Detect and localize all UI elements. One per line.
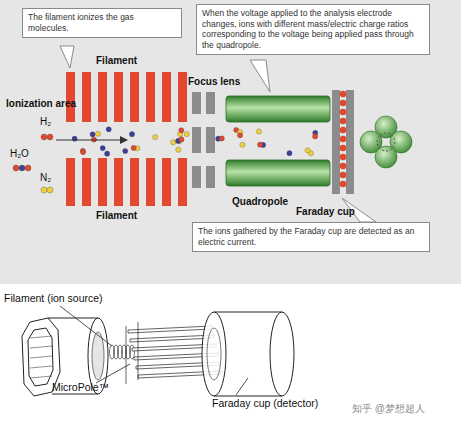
faraday-plate [346, 90, 354, 194]
ion-dot [240, 142, 245, 147]
filament-bar [178, 158, 187, 206]
watermark: 知乎 @梦想超人 [352, 402, 425, 416]
filament-bar [66, 72, 75, 122]
molecule-symbol [25, 165, 31, 171]
molecule-symbol [19, 165, 25, 171]
callout-box: The ions gathered by the Faraday cup are… [192, 222, 430, 252]
callout-box: When the voltage applied to the analysis… [196, 4, 430, 55]
callout-pointer [250, 60, 270, 92]
ion-dot [257, 142, 262, 147]
filament-bar [66, 158, 75, 206]
ion-dot [106, 127, 111, 132]
part-label: Faraday cup [296, 206, 355, 217]
ion-dot [340, 181, 347, 188]
ion-dot [95, 131, 100, 136]
molecule-symbol [41, 134, 47, 140]
ion-dot [305, 148, 310, 153]
molecule-symbol [13, 165, 19, 171]
ion-dot [100, 145, 105, 150]
quadrupole-rod [226, 96, 330, 122]
part-label: N₂ [40, 172, 51, 183]
callout-box: The filament ionizes the gas molecules. [22, 8, 182, 38]
part-label: H₂ [40, 116, 51, 127]
filament-bar [82, 158, 91, 206]
ion-dot [237, 133, 242, 138]
filament-bar [130, 158, 139, 206]
focus-lens-plate [192, 92, 201, 114]
ion-dot [179, 128, 184, 133]
molecule-symbol [41, 187, 47, 193]
focus-lens-plate [206, 127, 215, 153]
gas-flow-arrow [56, 140, 120, 141]
callout-text: The filament ionizes the gas molecules. [28, 12, 176, 33]
ion-dot [340, 109, 347, 116]
part-label: MicroPole™ [52, 381, 109, 393]
ion-dot [340, 145, 347, 152]
part-label: Faraday cup (detector) [212, 397, 318, 409]
ion-dot [129, 132, 134, 137]
ion-dot [81, 149, 86, 154]
ion-dot [340, 118, 347, 125]
ion-path-circle [377, 133, 395, 151]
part-label: Filament [96, 55, 137, 66]
filament-bar [146, 158, 155, 206]
ion-dot [340, 163, 347, 170]
part-label: Focus lens [188, 76, 240, 87]
ion-dot [256, 129, 261, 134]
ion-dot [287, 151, 292, 156]
part-label: Quadropole [232, 196, 288, 207]
focus-lens-plate [206, 92, 215, 114]
molecule-symbol [47, 187, 53, 193]
filament-bar [98, 72, 107, 122]
molecule-symbol [47, 134, 53, 140]
filament-bar [146, 72, 155, 122]
filament-bar [114, 72, 123, 122]
ion-dot [105, 151, 110, 156]
focus-lens-plate [192, 166, 201, 188]
sensor-drawing [22, 306, 294, 396]
part-label: Filament [96, 210, 137, 221]
part-label: H₂O [10, 148, 29, 159]
ion-dot [170, 140, 175, 145]
filament-bar [82, 72, 91, 122]
ion-dot [340, 154, 347, 161]
faraday-plate [332, 90, 340, 194]
ion-dot [153, 135, 158, 140]
callout-text: The ions gathered by the Faraday cup are… [198, 226, 424, 247]
ion-dot [313, 134, 318, 139]
ion-dot [184, 132, 189, 137]
filament-bar [162, 158, 171, 206]
filament-bar [130, 72, 139, 122]
focus-lens-plate [192, 127, 201, 153]
ion-dot [340, 127, 347, 134]
filament-bar [114, 158, 123, 206]
ion-dot [219, 136, 224, 141]
rod-cross-section [375, 146, 397, 168]
filament-bar [98, 158, 107, 206]
ion-dot [340, 172, 347, 179]
quadrupole-rod [226, 160, 330, 186]
ion-dot [340, 91, 347, 98]
ion-dot [340, 100, 347, 107]
ion-dot [340, 136, 347, 143]
part-label: Filament (ion source) [4, 292, 103, 304]
ion-dot [90, 132, 95, 137]
filament-bar [162, 72, 171, 122]
filament-bar [178, 72, 187, 122]
callout-pointer [60, 46, 74, 68]
ion-dot [176, 147, 181, 152]
ion-dot [131, 145, 136, 150]
ion-dot [123, 148, 128, 153]
part-label: Ionization area [6, 98, 76, 109]
ion-dot [179, 137, 184, 142]
ion-dot [72, 136, 77, 141]
top-panel [0, 0, 461, 284]
gas-flow-arrowhead [120, 136, 128, 144]
focus-lens-plate [206, 166, 215, 188]
callout-text: When the voltage applied to the analysis… [202, 8, 424, 51]
